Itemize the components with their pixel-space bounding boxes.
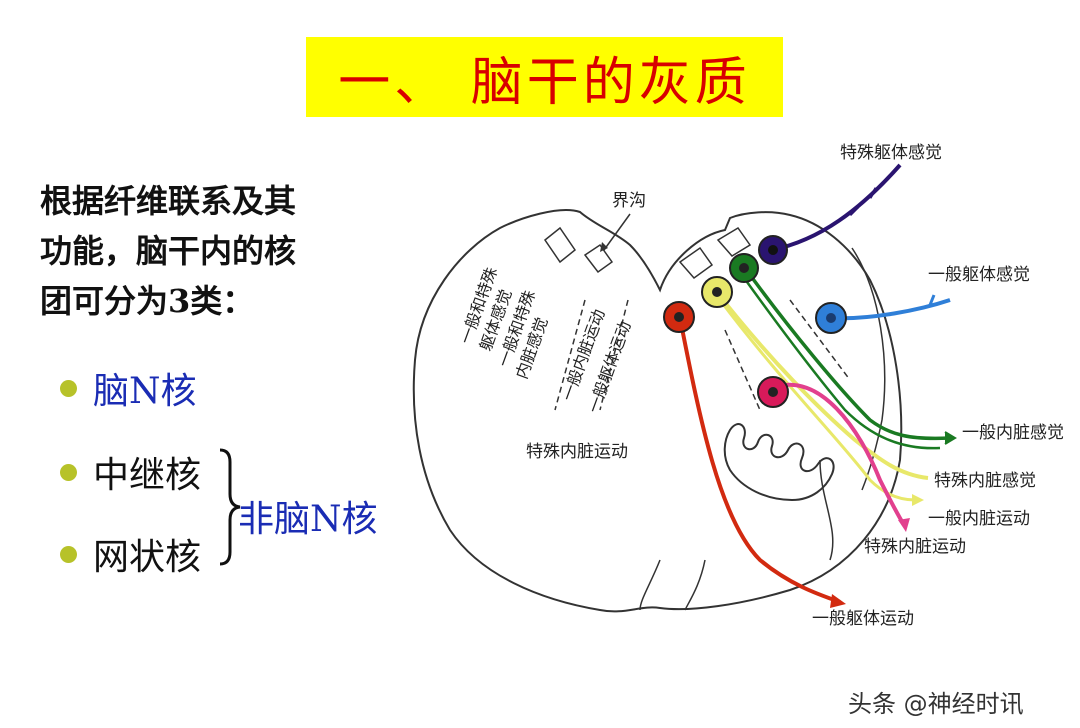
nucleus-green xyxy=(729,253,759,283)
brace-icon xyxy=(219,448,241,566)
bullet-label: 中继核 xyxy=(93,455,202,496)
intro-text: 根据纤维联系及其 功能，脑干内的核 团可分为3类： xyxy=(40,176,340,326)
nucleus-pink xyxy=(757,376,789,408)
bullet-item: 脑N核 xyxy=(60,362,197,414)
bullet-item: 网状核 xyxy=(60,528,201,580)
nucleus-blue xyxy=(815,302,847,334)
pathway-label: 特殊躯体感觉 xyxy=(840,143,942,163)
bullet-label: 脑N核 xyxy=(93,371,197,412)
bullet-dot-icon xyxy=(60,463,77,481)
intro-line: 团可分为3类： xyxy=(40,282,255,320)
nucleus-purple xyxy=(758,235,788,265)
pathway-label: 一般躯体运动 xyxy=(812,609,914,629)
bullet-dot-icon xyxy=(60,545,77,563)
pathway-label: 一般内脏运动 xyxy=(928,509,1030,529)
label-sulcus: 界沟 xyxy=(612,191,646,211)
bullet-item: 中继核 xyxy=(60,446,201,498)
title-banner: 一、 脑干的灰质 xyxy=(306,37,783,117)
watermark: 头条 @神经时讯 xyxy=(848,690,1024,718)
label-svm-left: 特殊内脏运动 xyxy=(526,442,628,462)
bullet-dot-icon xyxy=(60,379,77,397)
pathway-label: 一般内脏感觉 xyxy=(962,423,1064,443)
pathway-label: 一般躯体感觉 xyxy=(928,265,1030,285)
olivary-nucleus xyxy=(723,423,835,502)
pathway-label: 特殊内脏运动 xyxy=(864,537,966,557)
page-title: 一、 脑干的灰质 xyxy=(338,52,751,113)
bullet-label: 网状核 xyxy=(93,537,202,578)
group-label: 非脑N核 xyxy=(238,499,378,540)
pathway-label: 特殊内脏感觉 xyxy=(934,471,1036,491)
intro-line: 根据纤维联系及其 xyxy=(40,182,297,220)
intro-line: 功能，脑干内的核 xyxy=(40,232,297,270)
nucleus-red xyxy=(663,301,695,333)
nucleus-yellow xyxy=(701,276,733,308)
